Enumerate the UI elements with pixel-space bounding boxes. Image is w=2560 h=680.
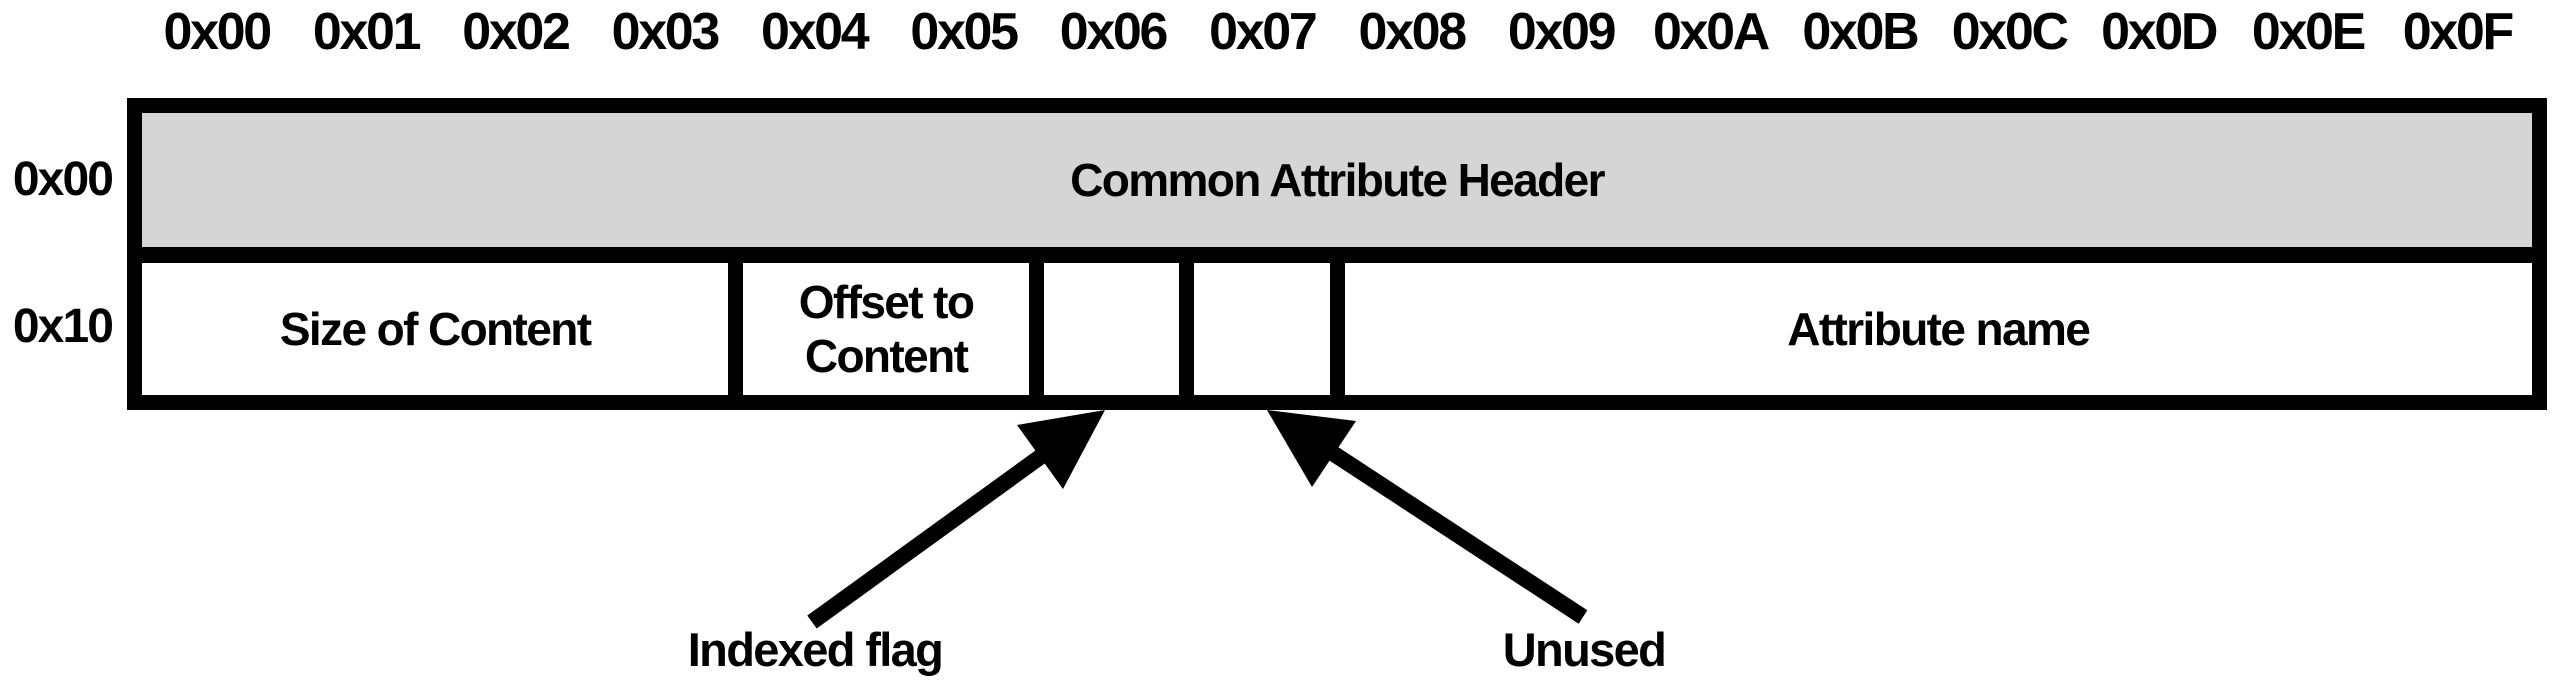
cell-unused <box>1194 263 1330 395</box>
column-header-0x05: 0x05 <box>910 3 1019 61</box>
column-headers: 0x00 0x01 0x02 0x03 0x04 0x05 0x06 0x07 … <box>142 6 2532 58</box>
column-header-0x02: 0x02 <box>462 3 571 61</box>
byte-table: Common Attribute Header Size of Content … <box>127 98 2547 410</box>
cell-attribute-name: Attribute name <box>1344 263 2532 395</box>
unused-arrow <box>1267 410 1588 624</box>
cell-offset-to-content: Offset to Content <box>743 263 1029 395</box>
row-label-0x10: 0x10 <box>12 300 114 353</box>
row-label-0x00: 0x00 <box>12 153 114 206</box>
column-header-0x03: 0x03 <box>611 3 721 61</box>
cell-size-of-content: Size of Content <box>142 263 729 395</box>
cell-common-attribute-header: Common Attribute Header <box>142 113 2532 247</box>
column-header-0x0E: 0x0E <box>2251 3 2366 61</box>
column-header-0x00: 0x00 <box>163 3 273 61</box>
column-header-0x07: 0x07 <box>1209 3 1318 61</box>
column-header-0x06: 0x06 <box>1059 3 1169 61</box>
column-header-0x0C: 0x0C <box>1951 3 2069 61</box>
column-header-0x01: 0x01 <box>312 3 422 61</box>
column-header-0x09: 0x09 <box>1507 3 1617 61</box>
column-header-0x0A: 0x0A <box>1652 3 1770 61</box>
column-header-0x0B: 0x0B <box>1802 3 1919 61</box>
column-header-0x04: 0x04 <box>761 3 870 61</box>
cell-indexed-flag <box>1043 263 1180 395</box>
column-header-0x0F: 0x0F <box>2402 3 2515 61</box>
unused-label: Unused <box>1502 623 1667 676</box>
column-header-0x0D: 0x0D <box>2101 3 2218 61</box>
indexed-flag-arrow <box>807 410 1105 629</box>
column-header-0x08: 0x08 <box>1358 3 1468 61</box>
indexed-flag-label: Indexed flag <box>687 623 944 676</box>
